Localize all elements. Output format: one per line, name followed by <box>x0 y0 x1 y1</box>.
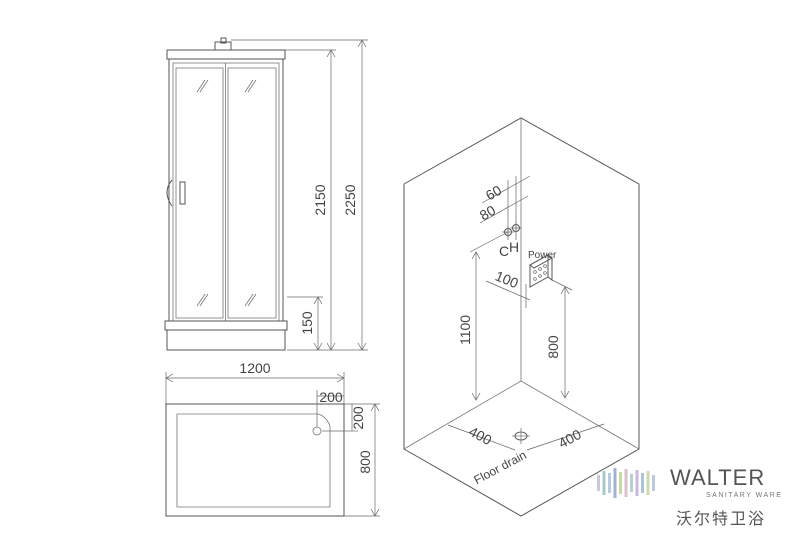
drain-hole-icon <box>312 426 322 436</box>
depth-label: 800 <box>357 450 373 474</box>
logo-stripe <box>641 473 644 493</box>
dim-1100: 1100 <box>457 315 473 345</box>
logo-stripe <box>613 468 617 498</box>
logo-stripe <box>597 475 600 491</box>
brand-tagline: SANITARY WARE <box>706 492 782 499</box>
tray-lip <box>164 320 288 331</box>
label-cold: C <box>499 243 509 259</box>
dim-60: 60 <box>483 182 505 204</box>
logo-stripe <box>630 474 633 492</box>
height-total-label: 2250 <box>342 184 358 215</box>
logo-stripe <box>635 470 639 496</box>
valve-icons <box>502 222 522 238</box>
frame-inner <box>172 62 280 322</box>
drain-dim-right-line <box>526 423 605 451</box>
door-handle-plate <box>179 181 186 205</box>
dim-80: 80 <box>477 202 499 224</box>
power-height-dim <box>551 279 573 399</box>
height-tray-label: 150 <box>299 311 315 335</box>
right-glass-panel <box>227 67 277 319</box>
shower-tray <box>166 329 286 351</box>
drain-dim-left-line <box>447 424 516 451</box>
drain-y-label: 200 <box>350 406 366 430</box>
glass-reflection-marks <box>196 79 257 307</box>
top-fan-knob <box>220 37 227 44</box>
label-hot: H <box>509 239 519 255</box>
logo-stripe <box>652 475 655 491</box>
dim-400-left: 400 <box>466 423 494 448</box>
valve-height-dim <box>469 231 509 401</box>
width-label: 1200 <box>239 360 270 376</box>
left-glass-panel <box>175 67 224 319</box>
shower-frame <box>168 58 284 322</box>
power-socket-icons <box>533 264 547 281</box>
logo-stripe <box>602 471 606 495</box>
logo-stripe <box>646 471 650 495</box>
drain-x-label: 200 <box>319 389 343 405</box>
tray-outline <box>165 403 345 517</box>
label-power: Power <box>528 250 557 261</box>
door-handle <box>166 179 173 207</box>
logo-stripes-icon <box>597 468 655 498</box>
dim-100: 100 <box>493 268 521 292</box>
front-elevation: 2250 2150 150 <box>164 37 368 351</box>
tray-basin <box>176 413 331 508</box>
height-dimensions <box>231 39 368 351</box>
brand-logo: WALTER SANITARY WARE 沃尔特卫浴 <box>597 465 782 528</box>
dim-400-right: 400 <box>556 426 584 451</box>
floor-left-edge <box>403 380 522 450</box>
room-view: 60 80 C H Power 100 <box>403 117 640 517</box>
logo-stripe <box>608 473 611 493</box>
brand-name-cn: 沃尔特卫浴 <box>676 510 766 528</box>
dim-800: 800 <box>545 335 561 359</box>
floor-drain-icon <box>512 428 530 444</box>
top-header <box>166 49 286 60</box>
logo-stripe <box>619 472 622 494</box>
height-door-label: 2150 <box>312 184 328 215</box>
plan-view: 1200 200 200 800 <box>165 360 380 517</box>
brand-name: WALTER <box>670 465 765 490</box>
logo-stripe <box>624 469 628 497</box>
label-floor-drain: Floor drain <box>472 448 529 487</box>
floor-right-edge <box>520 380 640 450</box>
